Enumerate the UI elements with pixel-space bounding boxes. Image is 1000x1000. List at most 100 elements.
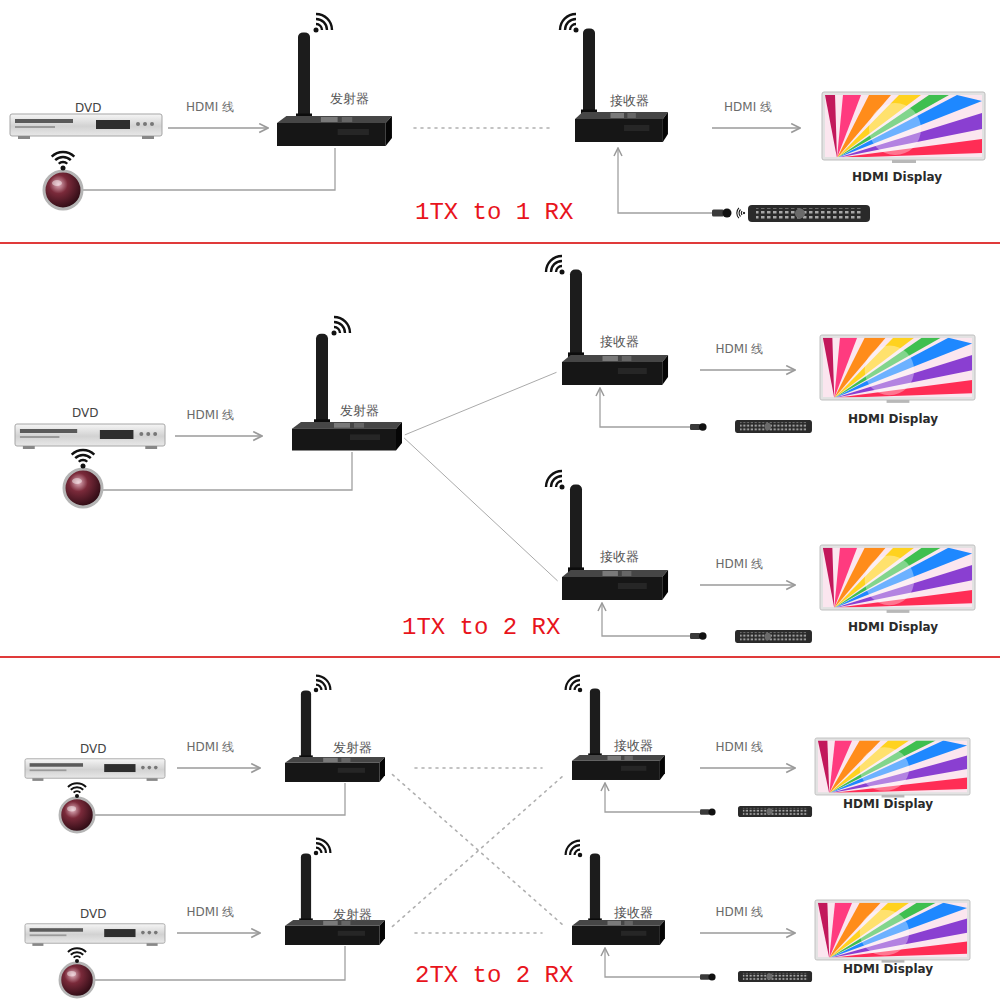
device-node: DVD [10, 98, 162, 158]
device-label: 发射器 [333, 740, 372, 755]
ir-cable [618, 148, 712, 213]
device-node: HDMI Display [815, 724, 970, 812]
dvd-player [25, 924, 165, 946]
wireless-symbol [566, 676, 583, 693]
cable-label: HDMI 线 [187, 408, 235, 423]
wireless-link [414, 127, 553, 129]
wireless-symbol [68, 948, 86, 963]
wireless-link [393, 775, 565, 927]
ir-eye [44, 171, 82, 209]
device-node: DVD [25, 905, 165, 961]
antenna [588, 854, 602, 924]
remote-control [735, 420, 812, 433]
panel-separator [0, 242, 1000, 244]
hdmi-display [822, 92, 985, 163]
wireless-symbol [332, 317, 351, 336]
receiver-box [572, 755, 665, 780]
ir-cable [103, 452, 352, 490]
wireless-symbol [734, 207, 746, 219]
transmitter-box [285, 757, 385, 782]
ir-plug [700, 808, 716, 815]
ir-plug [712, 209, 732, 218]
cable-label: HDMI 线 [187, 740, 235, 755]
device-label: DVD [80, 907, 106, 922]
panel-separator [0, 656, 1000, 658]
hdmi-arrow [700, 932, 795, 934]
device-label: DVD [80, 742, 106, 757]
device-node: DVD [25, 740, 165, 796]
wireless-link [415, 767, 542, 769]
device-label: DVD [72, 406, 98, 421]
remote-control [735, 630, 812, 643]
ir-eye [64, 469, 102, 507]
wireless-symbol [72, 450, 95, 468]
wireless-symbol [314, 839, 331, 856]
antenna [299, 854, 313, 924]
ir-cable [95, 946, 345, 980]
remote-control [738, 806, 812, 817]
wireless-symbol [546, 256, 565, 275]
device-node: 发射器 [285, 740, 385, 796]
ir-plug [690, 423, 707, 431]
ir-plug [690, 632, 707, 640]
hdmi-arrow [712, 127, 800, 129]
receiver-box [572, 920, 665, 945]
receiver-box [575, 112, 668, 142]
transmitter-box [277, 116, 392, 146]
cable-label: HDMI 线 [716, 740, 764, 755]
dvd-player [25, 759, 165, 781]
device-label: 发射器 [333, 907, 372, 922]
receiver-box [562, 355, 668, 385]
ir-cable [83, 148, 335, 190]
device-label: HDMI Display [848, 620, 938, 635]
ir-cable [605, 948, 700, 977]
device-node: HDMI Display [822, 66, 985, 190]
dvd-player [10, 114, 162, 139]
mode-caption: 1TX to 2 RX [402, 614, 560, 642]
device-label: 发射器 [340, 403, 379, 418]
device-node: HDMI Display [820, 528, 975, 642]
device-label: HDMI Display [843, 962, 933, 977]
device-node: HDMI Display [815, 889, 970, 977]
cable-label: HDMI 线 [187, 905, 235, 920]
device-label: HDMI Display [843, 797, 933, 812]
wireless-symbol [546, 471, 565, 490]
mode-caption: 1TX to 1 RX [415, 199, 573, 227]
device-label: 接收器 [600, 549, 639, 564]
device-node: 接收器 [562, 549, 668, 621]
hdmi-arrow [700, 767, 795, 769]
cable-label: HDMI 线 [716, 557, 764, 572]
ir-cable [602, 603, 690, 636]
ir-eye [60, 798, 94, 832]
hdmi-arrow [175, 435, 262, 437]
remote-control [738, 971, 812, 982]
wireless-symbol [314, 676, 331, 693]
device-label: 接收器 [614, 905, 653, 920]
hdmi-arrow [700, 584, 795, 586]
antenna [568, 270, 584, 359]
dvd-player [15, 424, 165, 449]
device-label: 发射器 [330, 91, 369, 106]
cable-label: HDMI 线 [186, 100, 234, 115]
device-node: 发射器 [277, 88, 392, 168]
wireless-symbol [52, 152, 75, 170]
ir-cable [605, 783, 700, 812]
wireless-symbol [68, 783, 86, 798]
device-node: 发射器 [285, 905, 385, 961]
cable-label: HDMI 线 [716, 342, 764, 357]
hdmi-arrow [168, 127, 268, 129]
cable-label: HDMI 线 [724, 100, 772, 115]
ir-cable [600, 388, 690, 427]
device-node: 发射器 [292, 400, 402, 472]
device-label: 接收器 [610, 93, 649, 108]
ir-cable [95, 783, 345, 815]
mode-caption: 2TX to 2 RX [415, 962, 573, 990]
wireless-link [415, 932, 542, 934]
wireless-symbol [566, 841, 583, 858]
hdmi-arrow [177, 767, 260, 769]
cable-label: HDMI 线 [716, 905, 764, 920]
device-node: 接收器 [562, 334, 668, 406]
wireless-symbol [314, 14, 333, 33]
